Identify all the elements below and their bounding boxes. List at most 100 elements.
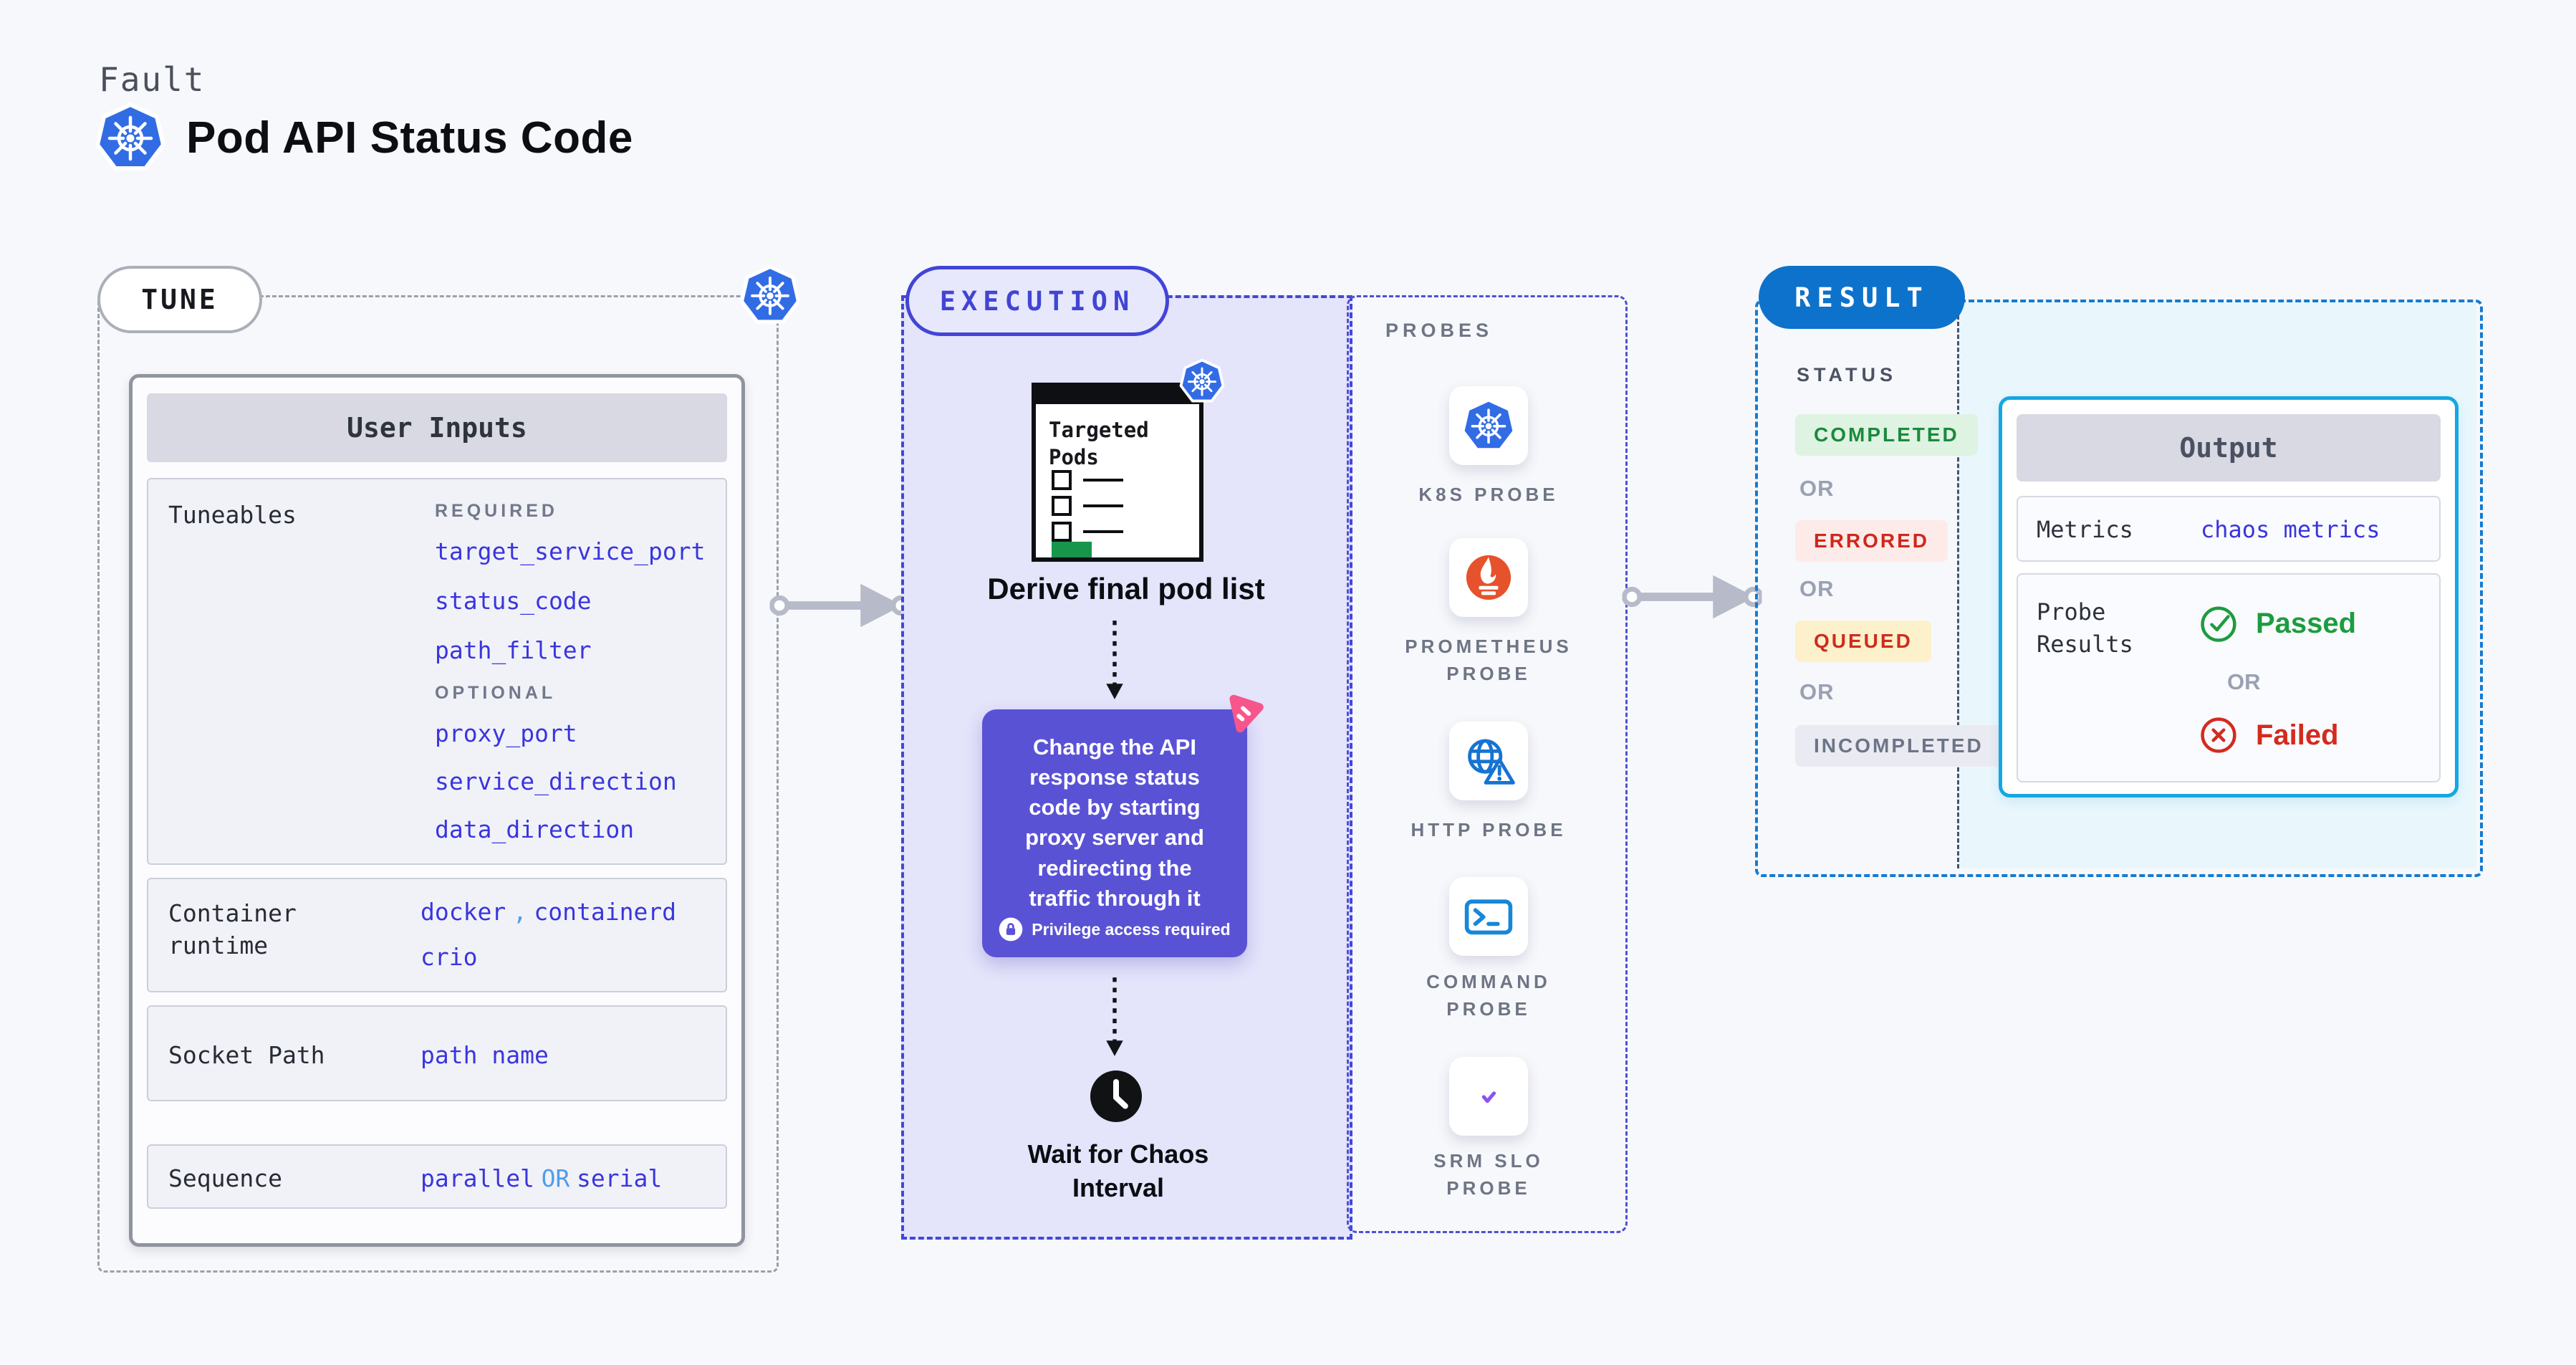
tuneables-label: Tuneables	[168, 501, 297, 529]
runtime-value: containerd	[534, 898, 677, 926]
metrics-value: chaos metrics	[2201, 516, 2380, 543]
chaos-action-card: Change the API response status code by s…	[982, 709, 1247, 957]
slo-pie-check-icon	[1458, 1066, 1519, 1126]
derive-pod-list-caption: Derive final pod list	[987, 572, 1265, 605]
checkbox-icon	[1052, 470, 1072, 490]
probe-name: PROMETHEUS PROBE	[1405, 636, 1572, 684]
metrics-row: Metrics chaos metrics	[2017, 496, 2441, 562]
line-icon	[1083, 479, 1123, 482]
socket-path-row: Socket Path path name	[147, 1005, 727, 1101]
prometheus-probe-card	[1449, 538, 1528, 617]
targeted-pods-title: Targeted Pods	[1049, 418, 1149, 469]
probe-name: SRM SLO PROBE	[1433, 1150, 1544, 1199]
status-badge-queued: QUEUED	[1795, 621, 1931, 662]
tuneables-values: REQUIRED target_service_port status_code…	[435, 501, 706, 843]
result-section-box	[1755, 300, 2483, 877]
probes-to-result-arrow	[1620, 569, 1764, 625]
kubernetes-icon	[739, 264, 801, 326]
user-inputs-title: User Inputs	[147, 393, 727, 462]
runtime-value: docker	[420, 898, 506, 926]
sequence-label: Sequence	[168, 1164, 282, 1192]
tuneable-required-item: path_filter	[435, 636, 592, 664]
page-title-row: Pod API Status Code	[95, 102, 633, 173]
tuneable-required-item: status_code	[435, 587, 592, 615]
execution-pill: EXECUTION	[905, 266, 1169, 336]
checkbox-icon	[1052, 522, 1072, 542]
passed-label: Passed	[2256, 607, 2357, 639]
chaos-agent-icon	[1220, 691, 1266, 737]
sequence-row: Sequence parallel OR serial	[147, 1144, 727, 1209]
dotted-arrow-down-icon	[1102, 618, 1128, 702]
page-title: Pod API Status Code	[186, 112, 633, 163]
container-runtime-label: Container runtime	[168, 899, 297, 959]
document-titlebar	[1036, 387, 1199, 404]
checkbox-icon	[1052, 496, 1072, 516]
tuneable-required-item: target_service_port	[435, 537, 706, 565]
privilege-note: Privilege access required	[982, 917, 1247, 942]
socket-path-value: path name	[420, 1041, 549, 1069]
kubernetes-icon	[95, 102, 166, 173]
command-probe-card	[1449, 877, 1528, 956]
tuneable-optional-item: data_direction	[435, 815, 635, 843]
probes-section-box	[1347, 295, 1628, 1233]
kubernetes-icon	[1461, 398, 1517, 454]
probe-name: HTTP PROBE	[1410, 819, 1567, 840]
prometheus-icon	[1458, 547, 1519, 608]
user-inputs-card: User Inputs Tuneables REQUIRED target_se…	[129, 374, 745, 1247]
probe-name: K8S PROBE	[1418, 484, 1559, 505]
container-runtime-row: Container runtime docker , containerd cr…	[147, 878, 727, 992]
probe-results-row: Probe Results Passed OR Failed	[2017, 573, 2441, 782]
tuneables-row: Tuneables REQUIRED target_service_port s…	[147, 478, 727, 865]
line-icon	[1083, 504, 1123, 507]
wait-chaos-interval-caption: Wait for Chaos Interval	[1027, 1139, 1209, 1202]
chaos-action-text: Change the API response status code by s…	[1025, 734, 1204, 911]
status-badge-completed: COMPLETED	[1795, 414, 1978, 456]
sequence-value: parallel	[420, 1164, 534, 1192]
status-badge-incompleted: INCOMPLETED	[1795, 725, 2002, 767]
status-badge-errored: ERRORED	[1795, 520, 1948, 562]
x-circle-icon	[2198, 715, 2239, 755]
kubernetes-icon	[1179, 358, 1225, 404]
result-pill: RESULT	[1759, 266, 1965, 329]
optional-label: OPTIONAL	[435, 683, 557, 703]
targeted-pods-document: Targeted Pods	[1032, 383, 1203, 562]
green-bar	[1052, 542, 1092, 557]
or-label: OR	[1799, 679, 1835, 704]
metrics-label: Metrics	[2037, 516, 2133, 543]
privilege-note-text: Privilege access required	[1032, 919, 1231, 939]
probe-results-label: Probe Results	[2037, 598, 2133, 658]
clock-icon	[1087, 1068, 1145, 1125]
status-label: STATUS	[1797, 364, 1897, 385]
tune-section-box	[97, 295, 779, 1273]
output-title: Output	[2017, 414, 2441, 482]
dotted-arrow-down-icon	[1102, 969, 1128, 1065]
pod-list-item	[1052, 522, 1123, 542]
or-label: OR	[2227, 669, 2261, 694]
http-probe-card	[1449, 722, 1528, 800]
or-label: OR	[1799, 476, 1835, 501]
sequence-or: OR	[541, 1164, 570, 1192]
required-label: REQUIRED	[435, 501, 558, 521]
srm-slo-probe-card	[1449, 1057, 1528, 1136]
k8s-probe-card	[1449, 386, 1528, 465]
output-card: Output Metrics chaos metrics Probe Resul…	[1999, 396, 2459, 798]
tuneable-optional-item: proxy_port	[435, 719, 577, 747]
runtime-separator: ,	[512, 898, 527, 926]
pod-list-item	[1052, 496, 1123, 516]
fault-eyebrow: Fault	[99, 60, 206, 99]
pod-list-item	[1052, 470, 1123, 490]
failed-label: Failed	[2256, 719, 2339, 751]
runtime-value: crio	[420, 943, 478, 971]
lock-icon	[999, 917, 1023, 942]
tune-pill: TUNE	[97, 266, 262, 333]
line-icon	[1083, 530, 1123, 533]
probe-name: COMMAND PROBE	[1426, 971, 1551, 1020]
or-label: OR	[1799, 576, 1835, 601]
globe-alert-icon	[1460, 732, 1517, 790]
tuneable-optional-item: service_direction	[435, 767, 677, 795]
tune-to-execution-arrow	[768, 578, 911, 633]
check-circle-icon	[2198, 603, 2239, 643]
terminal-icon	[1460, 888, 1517, 945]
sequence-value: serial	[576, 1164, 663, 1192]
